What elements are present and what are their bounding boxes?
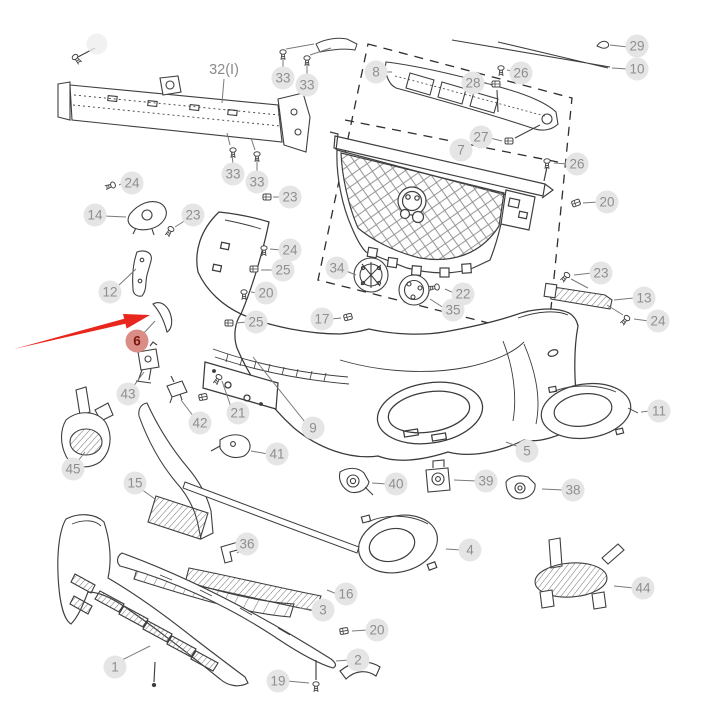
part-29-clip [596, 40, 610, 49]
part-41-bracket [210, 434, 251, 459]
part-14-bracket [127, 201, 167, 236]
part-35-disc [398, 274, 430, 306]
part-44-bracket [534, 537, 625, 610]
part-39-bracket [425, 459, 451, 493]
part-9-license-plate-panel [202, 361, 279, 410]
part-7-grille [329, 131, 555, 278]
part-1-skid-plate [57, 514, 249, 688]
part-11-fog-bezel [540, 382, 639, 440]
part-32-reinforcement-beam [57, 47, 311, 153]
part-10-trim-strip [451, 39, 611, 69]
part-4-fog-bezel [358, 514, 438, 574]
part-40-fog-bracket [338, 467, 374, 496]
part-45-cover [60, 386, 114, 468]
part-13-bracket [543, 282, 613, 310]
part-6-trim-sliver [152, 302, 173, 333]
part-43-bracket [135, 341, 160, 384]
part-12-bracket [132, 250, 152, 297]
upper-grille-strip [182, 481, 360, 554]
part-33-bracket [315, 37, 358, 53]
part-15-trim-strip [138, 402, 214, 540]
highlight-arrow [14, 314, 150, 349]
part-8-absorber [384, 61, 559, 139]
part-34-speaker-disc [353, 257, 389, 293]
part-38-bracket [505, 475, 536, 500]
part-42-clip [166, 375, 188, 404]
